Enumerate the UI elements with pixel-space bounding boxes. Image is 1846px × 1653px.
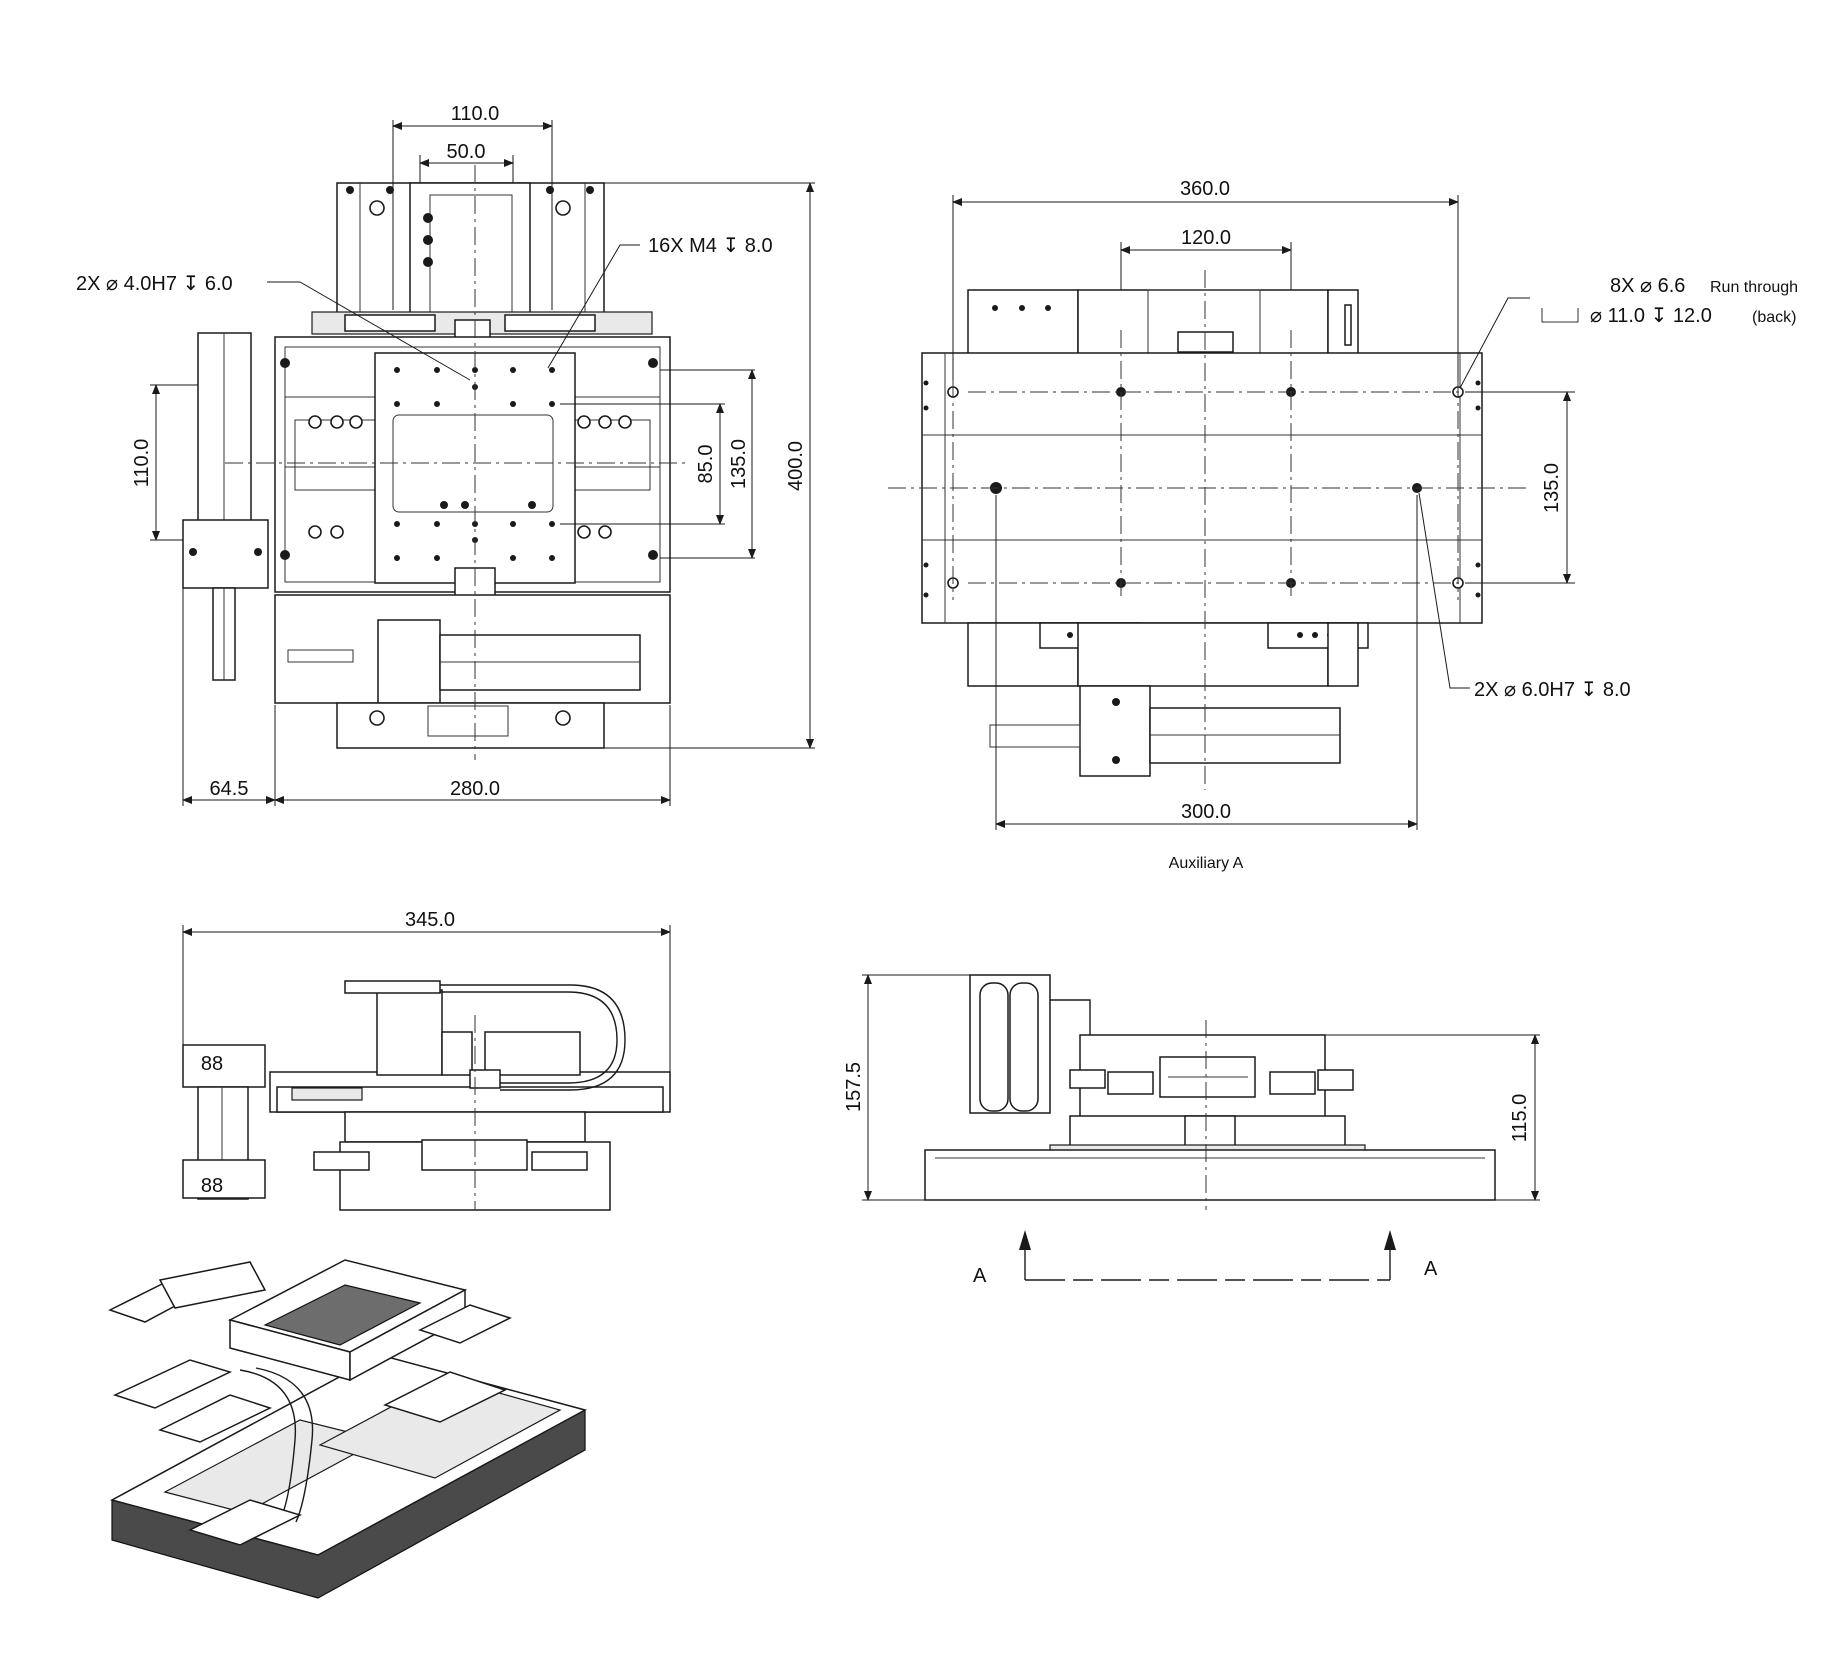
dim-157-5: 157.5	[843, 974, 970, 1201]
aux-caption: Auxiliary A	[1169, 855, 1244, 872]
dim-157-5-label: 157.5	[843, 1062, 865, 1112]
dim-110-top-label: 110.0	[451, 103, 500, 125]
callout-holes-note1: Run through	[1710, 279, 1798, 296]
dim-50-label: 50.0	[447, 141, 486, 163]
callout-pins-top-label: 2X ⌀ 4.0H7 ↧ 6.0	[76, 273, 233, 295]
dim-115-label: 115.0	[1509, 1094, 1531, 1143]
dim-280-label: 280.0	[450, 778, 500, 800]
dim-115: 115.0	[1325, 1034, 1540, 1201]
callout-holes-line1: 8X ⌀ 6.6	[1610, 275, 1685, 297]
dim-360-label: 360.0	[1180, 178, 1230, 200]
dim-300: 300.0	[995, 495, 1418, 830]
dim-110-top: 110.0	[392, 103, 553, 310]
callout-threads: 16X M4 ↧ 8.0	[547, 235, 773, 369]
dim-120-label: 120.0	[1181, 227, 1231, 249]
svg-text:88: 88	[201, 1175, 223, 1197]
callout-holes-note2: (back)	[1752, 309, 1796, 326]
dim-135-aux-label: 135.0	[1541, 463, 1563, 513]
front-view: 88 88 345.0	[182, 909, 671, 1211]
dim-400: 400.0	[604, 182, 815, 749]
section-label-left: A	[973, 1265, 987, 1287]
callout-holes: 8X ⌀ 6.6 Run through ⌀ 11.0 ↧ 12.0 (back…	[1459, 275, 1798, 389]
callout-threads-label: 16X M4 ↧ 8.0	[648, 235, 773, 257]
dim-120: 120.0	[1120, 227, 1292, 290]
dim-360: 360.0	[952, 178, 1459, 380]
dim-400-label: 400.0	[785, 441, 807, 491]
dim-50: 50.0	[419, 141, 514, 183]
callout-pins-top: 2X ⌀ 4.0H7 ↧ 6.0	[76, 273, 471, 381]
dim-345: 345.0	[182, 909, 671, 1072]
callout-pins-aux-label: 2X ⌀ 6.0H7 ↧ 8.0	[1474, 679, 1631, 701]
dim-135-top: 135.0	[660, 369, 756, 559]
callout-pins-aux: 2X ⌀ 6.0H7 ↧ 8.0	[1418, 492, 1631, 701]
section-label-right: A	[1424, 1258, 1438, 1280]
dim-135-aux: 135.0	[1465, 391, 1575, 584]
mounting-holes	[923, 380, 1481, 598]
callout-holes-line2: ⌀ 11.0 ↧ 12.0	[1590, 305, 1712, 327]
dim-110-left-label: 110.0	[131, 439, 153, 488]
dim-64-5-label: 64.5	[210, 778, 249, 800]
dim-280: 280.0	[274, 705, 671, 806]
top-view: 110.0 50.0 16X M4 ↧ 8.0 2X ⌀ 4.0H7 ↧ 6.0…	[76, 103, 815, 806]
dim-85: 85.0	[560, 403, 725, 525]
dim-64-5: 64.5	[182, 588, 276, 806]
svg-text:88: 88	[201, 1053, 223, 1075]
section-line-a: A A	[973, 1230, 1438, 1287]
side-view: 157.5 115.0 A A	[843, 974, 1540, 1287]
dim-135-top-label: 135.0	[728, 439, 750, 489]
isometric-view	[108, 1259, 588, 1599]
dim-85-label: 85.0	[695, 445, 717, 484]
auxiliary-view: 360.0 120.0 8X ⌀ 6.6 Run through ⌀ 11.0 …	[888, 178, 1798, 872]
dim-345-label: 345.0	[405, 909, 455, 931]
dim-110-left: 110.0	[131, 384, 198, 541]
dim-300-label: 300.0	[1181, 801, 1231, 823]
